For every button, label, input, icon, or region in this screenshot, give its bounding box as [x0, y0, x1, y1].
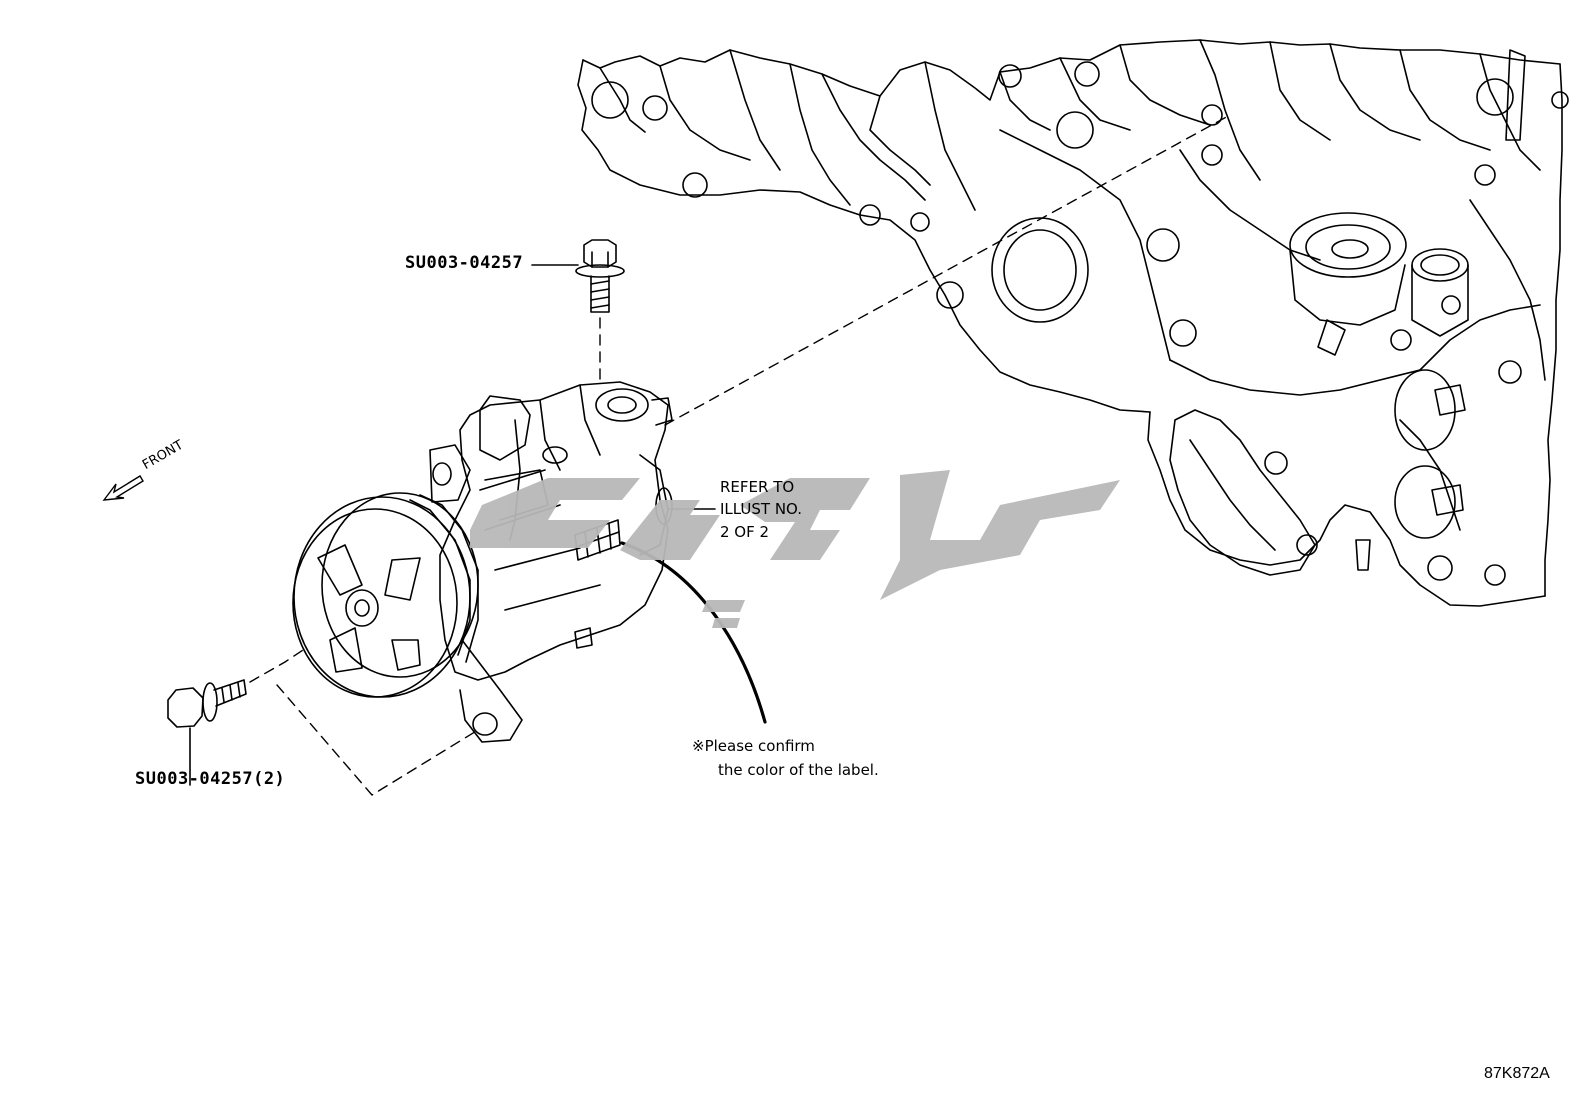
label-leader-curve — [620, 541, 767, 724]
note-text-line2: the color of the label. — [718, 761, 879, 779]
diagram-id: 87K872A — [1484, 1065, 1550, 1082]
mounting-guide-lines — [249, 114, 1231, 796]
engine-block — [577, 39, 1569, 607]
note-text-line1: ※Please confirm — [692, 737, 815, 755]
top-bolt — [575, 239, 625, 313]
front-arrow-icon — [102, 475, 144, 501]
bottom-bolt-part-number[interactable]: SU003-04257(2) — [135, 769, 286, 789]
refer-text-line1: REFER TO — [720, 478, 795, 496]
watermark-logo — [470, 470, 1120, 628]
refer-text-line3: 2 OF 2 — [720, 523, 770, 541]
top-bolt-part-number[interactable]: SU003-04257 — [405, 253, 524, 273]
refer-text-line2: ILLUST NO. — [720, 500, 803, 518]
bottom-bolt — [167, 679, 247, 728]
ac-compressor — [292, 381, 673, 743]
